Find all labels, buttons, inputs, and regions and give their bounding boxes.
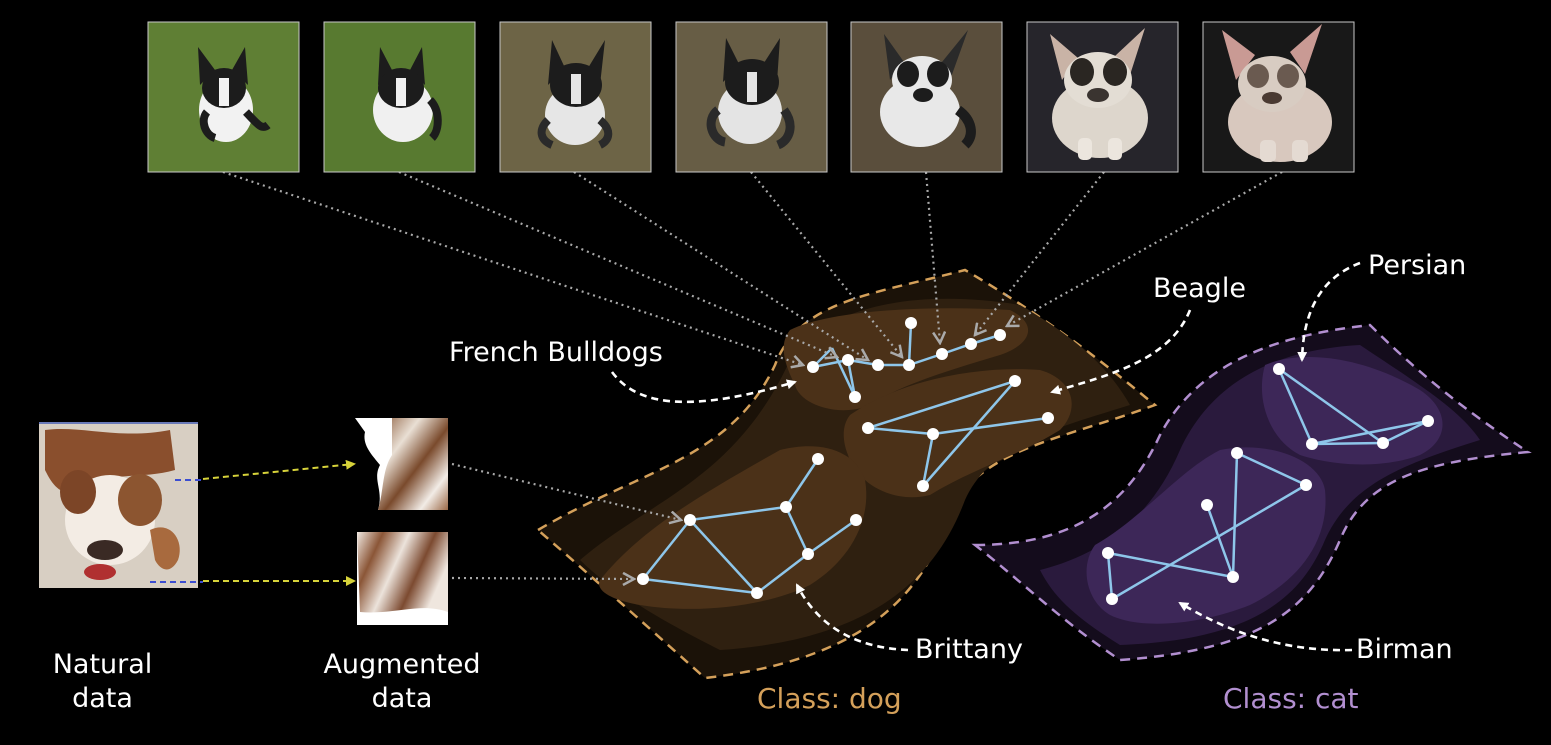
augmented-data-label-line2: data: [371, 682, 433, 714]
augmented-data-label: Augmented data: [312, 648, 492, 716]
bulldog-photo-7: [1202, 21, 1355, 173]
birman-label: Birman: [1356, 634, 1453, 665]
augmentation-arrows: [202, 459, 356, 586]
augmented-crop-1: [355, 418, 448, 510]
bulldog-photo-6: [1026, 21, 1179, 173]
natural-data-label-line1: Natural: [52, 649, 153, 680]
photo-strip: [147, 21, 1355, 173]
bulldog-photo-1: [147, 21, 300, 173]
natural-data-image: [39, 422, 203, 588]
brittany-label: Brittany: [915, 634, 1023, 665]
class-cat-label: Class: cat: [1223, 682, 1359, 715]
bulldog-photo-5: [850, 21, 1003, 173]
beagle-label: Beagle: [1153, 273, 1246, 304]
augmented-data-label-line1: Augmented: [323, 649, 481, 680]
bulldog-photo-4: [675, 21, 828, 173]
persian-cluster: [1261, 357, 1443, 465]
augmented-crop-2: [357, 532, 448, 625]
bulldog-photo-2: [323, 21, 476, 173]
graph-nodes: [637, 317, 1434, 605]
beagle-cluster: [843, 369, 1072, 498]
persian-label: Persian: [1368, 250, 1467, 281]
french-bulldogs-label: French Bulldogs: [449, 337, 663, 368]
class-dog-label: Class: dog: [757, 682, 902, 715]
natural-data-label: Natural data: [40, 648, 165, 716]
natural-data-label-line2: data: [72, 682, 133, 714]
french-bulldog-cluster: [783, 308, 1029, 411]
label-arrows: [610, 261, 1361, 652]
photo-to-node-arrows: [222, 170, 1283, 579]
bulldog-photo-3: [499, 21, 652, 173]
